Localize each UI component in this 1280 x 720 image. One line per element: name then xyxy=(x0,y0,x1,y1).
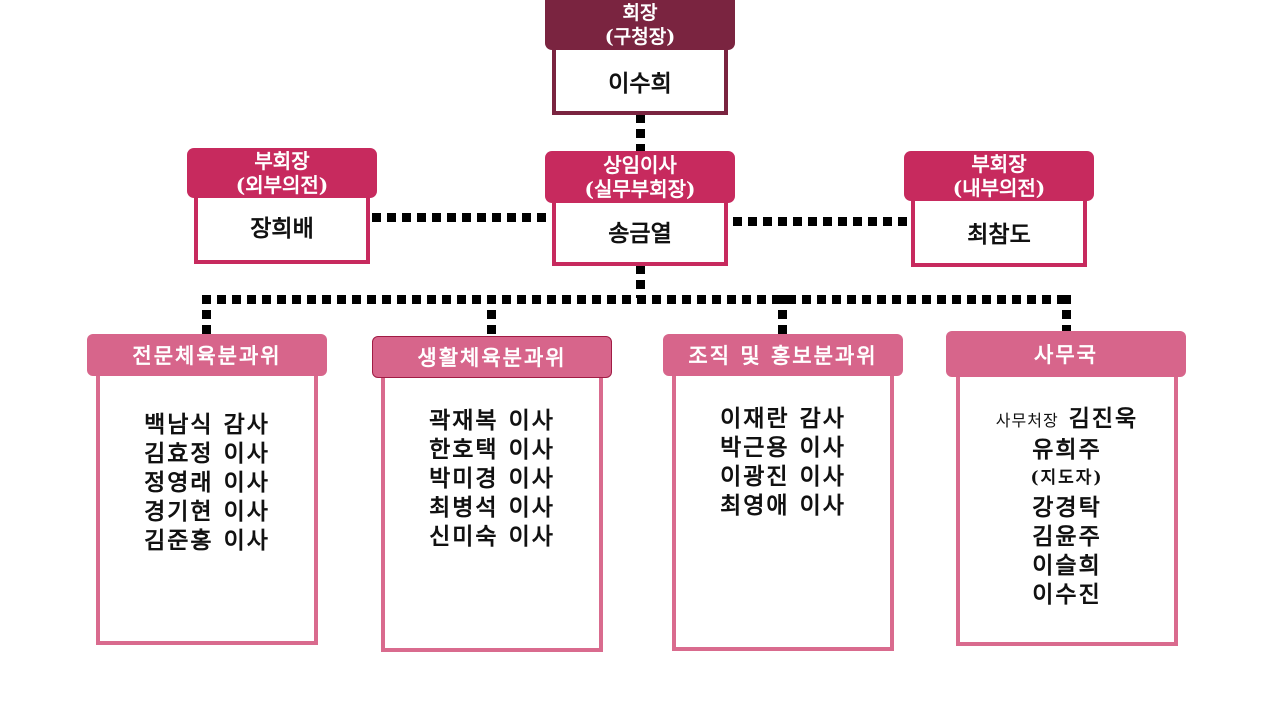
dept-secretariat-header: 사무국 xyxy=(946,331,1186,377)
member-item: 김준홍 이사 xyxy=(144,527,270,554)
member-item: 신미숙 이사 xyxy=(429,523,555,550)
connector-president-standing xyxy=(636,114,645,152)
connector-dept-3 xyxy=(778,295,787,335)
member-item: 경기현 이사 xyxy=(144,498,270,525)
vice-right-name: 최참도 xyxy=(967,221,1031,248)
dept-elite-panel: 백남식 감사 김효정 이사 정영래 이사 경기현 이사 김준홍 이사 xyxy=(96,368,318,645)
vice-left-header: 부회장 (외부의전) xyxy=(187,148,377,198)
connector-dept-4 xyxy=(1062,295,1071,335)
member-item: 최병석 이사 xyxy=(429,494,555,521)
connector-dept-bus xyxy=(202,295,1072,304)
president-name-box: 이수희 xyxy=(552,40,728,115)
vice-right-header: 부회장 (내부의전) xyxy=(904,151,1094,201)
dept-lifestyle-members: 곽재복 이사 한호택 이사 박미경 이사 최병석 이사 신미숙 이사 xyxy=(385,406,599,551)
dept-elite-title: 전문체육분과위 xyxy=(132,343,282,368)
secretariat-lead-name: 김진욱 xyxy=(1068,405,1139,432)
president-subtitle: (구청장) xyxy=(604,26,676,48)
member-item: 곽재복 이사 xyxy=(429,407,555,434)
member-item: 이재란 감사 xyxy=(720,405,846,432)
member-item: (지도자) xyxy=(1030,468,1104,488)
president-name: 이수희 xyxy=(608,69,672,97)
dept-elite-members: 백남식 감사 김효정 이사 정영래 이사 경기현 이사 김준홍 이사 xyxy=(100,410,314,555)
member-item: 김윤주 xyxy=(1032,523,1102,550)
dept-secretariat-title: 사무국 xyxy=(1034,342,1098,367)
member-item: 최영애 이사 xyxy=(720,492,846,519)
dept-lifestyle-title: 생활체육분과위 xyxy=(417,345,567,370)
secretariat-lead: 사무처장 김진욱 xyxy=(960,404,1174,435)
member-item: 유희주 xyxy=(1032,436,1102,463)
dept-elite-header: 전문체육분과위 xyxy=(87,334,327,376)
connector-right xyxy=(733,217,907,226)
member-item: 박근용 이사 xyxy=(720,434,846,461)
member-item: 이광진 이사 xyxy=(720,463,846,490)
member-item: 백남식 감사 xyxy=(144,411,270,438)
standing-name: 송금열 xyxy=(608,220,672,247)
member-item: 한호택 이사 xyxy=(429,436,555,463)
dept-promo-header: 조직 및 홍보분과위 xyxy=(663,334,903,376)
vice-right-name-box: 최참도 xyxy=(911,191,1087,267)
member-item: 박미경 이사 xyxy=(429,465,555,492)
dept-lifestyle-panel: 곽재복 이사 한호택 이사 박미경 이사 최병석 이사 신미숙 이사 xyxy=(381,370,603,652)
vice-left-title: 부회장 xyxy=(254,149,310,173)
standing-header: 상임이사 (실무부회장) xyxy=(545,151,735,203)
connector-dept-1 xyxy=(202,295,211,335)
standing-subtitle: (실무부회장) xyxy=(584,177,696,201)
vice-left-name: 장희배 xyxy=(250,215,314,242)
president-header: 회장 (구청장) xyxy=(545,0,735,50)
president-title: 회장 xyxy=(622,2,658,24)
member-item: 이수진 xyxy=(1032,581,1102,608)
vice-right-title: 부회장 xyxy=(971,152,1027,176)
dept-secretariat-panel: 사무처장 김진욱 유희주 (지도자) 강경탁 김윤주 이슬희 이수진 xyxy=(956,368,1178,646)
member-item: 이슬희 xyxy=(1032,552,1102,579)
vice-right-subtitle: (내부의전) xyxy=(952,176,1046,200)
vice-left-name-box: 장희배 xyxy=(194,188,370,264)
secretariat-lead-role: 사무처장 xyxy=(995,411,1059,430)
dept-lifestyle-header: 생활체육분과위 xyxy=(372,336,612,378)
member-item: 강경탁 xyxy=(1032,494,1102,521)
connector-dept-2 xyxy=(487,295,496,335)
dept-promo-panel: 이재란 감사 박근용 이사 이광진 이사 최영애 이사 xyxy=(672,368,894,651)
connector-left xyxy=(372,213,546,222)
member-item: 정영래 이사 xyxy=(144,469,270,496)
dept-promo-members: 이재란 감사 박근용 이사 이광진 이사 최영애 이사 xyxy=(676,404,890,520)
connector-standing-down xyxy=(636,265,645,298)
dept-promo-title: 조직 및 홍보분과위 xyxy=(688,343,878,368)
vice-left-subtitle: (외부의전) xyxy=(235,173,329,197)
dept-secretariat-members: 사무처장 김진욱 유희주 (지도자) 강경탁 김윤주 이슬희 이수진 xyxy=(960,404,1174,609)
member-item: 김효정 이사 xyxy=(144,440,270,467)
standing-title: 상임이사 xyxy=(603,153,677,177)
